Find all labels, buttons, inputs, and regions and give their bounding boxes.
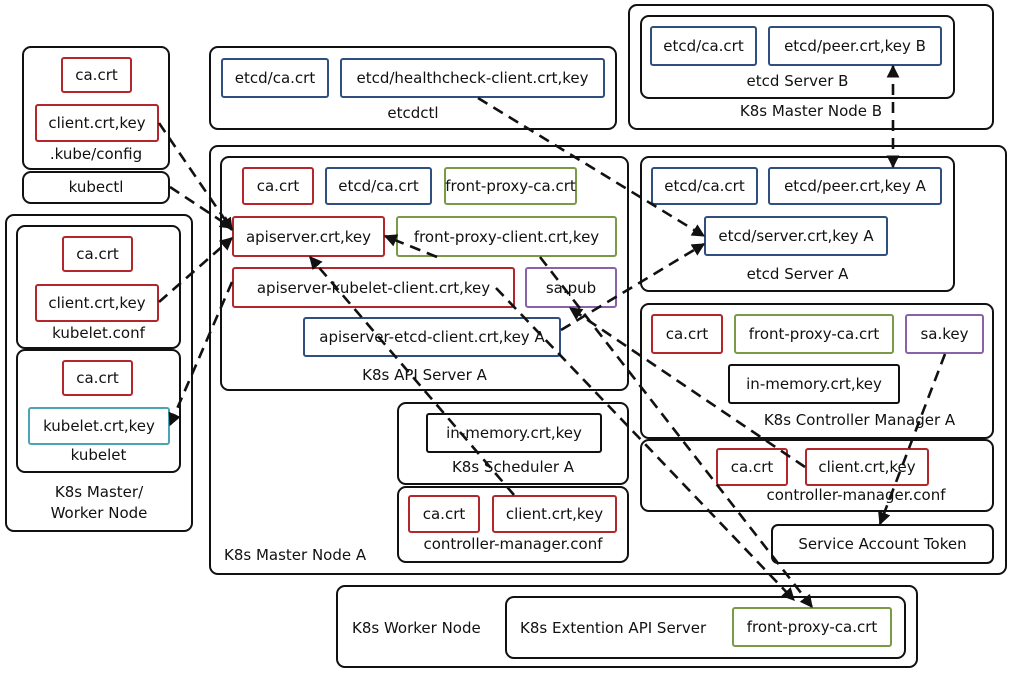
ext-front-proxy-ca-cert[interactable]: front-proxy-ca.crt	[732, 607, 892, 647]
etcd-server-b-label: etcd Server B	[746, 72, 849, 90]
etcd-b-peer-cert[interactable]: etcd/peer.crt,key B	[768, 26, 942, 66]
kube-config-group	[22, 46, 170, 170]
etcd-server-b-group	[640, 15, 955, 99]
scheduler-in-memory-cert[interactable]: in-memory.crt,key	[426, 413, 602, 453]
kubelet-conf-label: kubelet.conf	[52, 324, 145, 342]
kube-config-ca-cert[interactable]: ca.crt	[61, 57, 132, 93]
kube-config-label: .kube/config	[49, 145, 143, 163]
controller-manager-conf-mid-label: controller-manager.conf	[423, 535, 603, 553]
etcdctl-group	[209, 46, 617, 130]
apiserver-kubelet-client-cert[interactable]: apiserver-kubelet-client.crt,key	[232, 267, 515, 308]
master-node-b-label: K8s Master Node B	[739, 102, 883, 120]
cmconf-mid-client-cert[interactable]: client.crt,key	[492, 495, 617, 533]
extension-api-server-label: K8s Extention API Server	[520, 619, 707, 637]
apiserver-etcd-client-cert[interactable]: apiserver-etcd-client.crt,key A	[303, 317, 561, 357]
master-worker-node-label-text: K8s Master/ Worker Node	[50, 483, 148, 522]
etcd-server-a-label: etcd Server A	[746, 265, 849, 283]
kubelet-label: kubelet	[70, 446, 127, 464]
master-node-b-group	[628, 4, 994, 130]
api-front-proxy-ca-cert[interactable]: front-proxy-ca.crt	[444, 167, 577, 205]
kubelet-ca-cert[interactable]: ca.crt	[62, 360, 133, 396]
front-proxy-client-cert[interactable]: front-proxy-client.crt,key	[396, 216, 617, 257]
cmconf-right-ca-cert[interactable]: ca.crt	[716, 448, 788, 486]
etcdctl-ca-cert[interactable]: etcd/ca.crt	[221, 58, 329, 98]
api-etcd-ca-cert[interactable]: etcd/ca.crt	[325, 167, 432, 205]
controller-manager-conf-right-label: controller-manager.conf	[766, 486, 946, 504]
etcd-a-ca-cert[interactable]: etcd/ca.crt	[651, 167, 758, 205]
etcdctl-healthcheck-client-cert[interactable]: etcd/healthcheck-client.crt,key	[340, 58, 605, 98]
kubectl-label: kubectl	[68, 178, 124, 196]
service-account-token-label: Service Account Token	[798, 535, 967, 553]
etcd-a-peer-cert[interactable]: etcd/peer.crt,key A	[768, 167, 942, 205]
cm-front-proxy-ca-cert[interactable]: front-proxy-ca.crt	[734, 314, 894, 354]
cm-ca-cert[interactable]: ca.crt	[651, 314, 723, 354]
kubelet-conf-client-cert[interactable]: client.crt,key	[35, 284, 159, 322]
cmconf-right-client-cert[interactable]: client.crt,key	[805, 448, 929, 486]
cm-sa-key[interactable]: sa.key	[905, 314, 984, 354]
cmconf-mid-ca-cert[interactable]: ca.crt	[408, 495, 480, 533]
etcd-b-ca-cert[interactable]: etcd/ca.crt	[650, 26, 757, 66]
master-node-a-label: K8s Master Node A	[224, 546, 367, 564]
cm-in-memory-cert[interactable]: in-memory.crt,key	[728, 364, 900, 404]
master-worker-node-label: K8s Master/ Worker Node	[5, 482, 193, 524]
api-server-a-label: K8s API Server A	[362, 366, 487, 384]
kube-config-client-cert[interactable]: client.crt,key	[35, 104, 159, 142]
api-ca-cert[interactable]: ca.crt	[242, 167, 314, 205]
kubelet-cert[interactable]: kubelet.crt,key	[28, 407, 170, 445]
controller-manager-a-label: K8s Controller Manager A	[763, 411, 956, 429]
sa-pub-cert[interactable]: sa.pub	[525, 267, 617, 308]
etcd-a-server-cert[interactable]: etcd/server.crt,key A	[704, 216, 888, 256]
kubelet-conf-ca-cert[interactable]: ca.crt	[62, 236, 133, 272]
etcdctl-label: etcdctl	[387, 104, 439, 122]
apiserver-cert[interactable]: apiserver.crt,key	[232, 216, 385, 257]
scheduler-a-label: K8s Scheduler A	[451, 458, 575, 476]
worker-node-label: K8s Worker Node	[352, 619, 481, 637]
